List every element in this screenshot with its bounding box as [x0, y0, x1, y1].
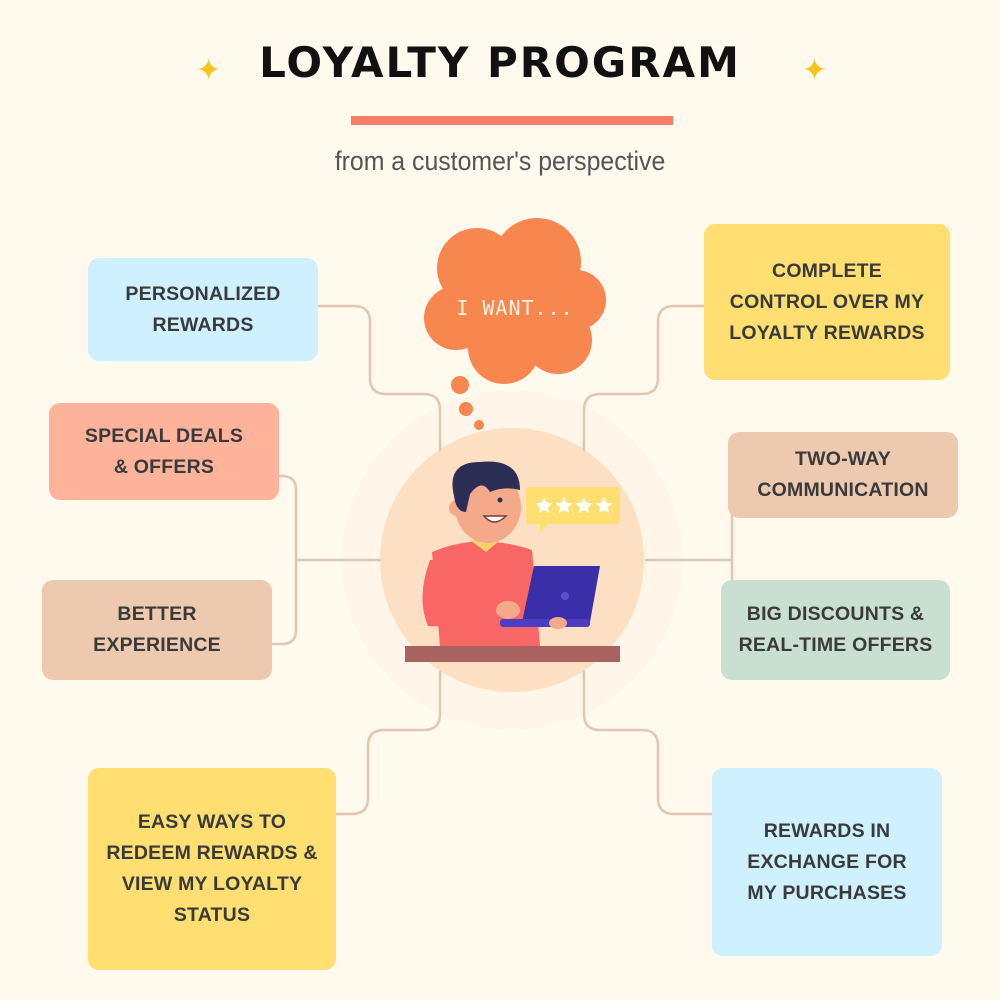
connector-easy-ways [334, 670, 442, 816]
rating-star-icon [535, 497, 553, 514]
thought-bubble-large [451, 376, 469, 394]
page-subtitle: from a customer's perspective [334, 146, 666, 176]
connector-complete-control [582, 304, 708, 452]
item-special-deals-offers: SPECIAL DEALS & OFFERS [49, 403, 279, 500]
rating-badge [526, 487, 620, 534]
item-easy-ways-redeem: EASY WAYS TO REDEEM REWARDS & VIEW MY LO… [88, 768, 336, 970]
rating-star-icon [595, 497, 613, 514]
rating-star-icon [575, 497, 593, 514]
page-title: LOYALTY PROGRAM [259, 38, 741, 87]
connector-personalized-rewards [316, 304, 442, 452]
laptop-base [500, 619, 590, 627]
rating-star-icon [555, 497, 573, 514]
item-better-experience: BETTER EXPERIENCE [42, 580, 272, 680]
item-two-way-communication: TWO-WAY COMMUNICATION [728, 432, 958, 518]
desk [405, 646, 620, 662]
sparkle-left-icon: ✦ [196, 54, 222, 87]
laptop-screen [522, 566, 600, 622]
thought-bubble-medium [459, 402, 473, 416]
thought-bubble-small [474, 420, 484, 430]
item-complete-control: COMPLETE CONTROL OVER MY LOYALTY REWARDS [704, 224, 950, 380]
connector-left-bracket [270, 474, 298, 646]
item-big-discounts: BIG DISCOUNTS & REAL-TIME OFFERS [721, 580, 950, 680]
thought-cloud [424, 218, 606, 430]
connector-rewards-exchange [582, 670, 714, 816]
title-underline [351, 116, 673, 125]
person-illustration [422, 461, 600, 646]
thought-text: I WANT... [456, 296, 574, 320]
item-rewards-exchange: REWARDS IN EXCHANGE FOR MY PURCHASES [712, 768, 942, 956]
item-personalized-rewards: PERSONALIZED REWARDS [88, 258, 318, 361]
sparkle-right-icon: ✦ [802, 54, 828, 87]
